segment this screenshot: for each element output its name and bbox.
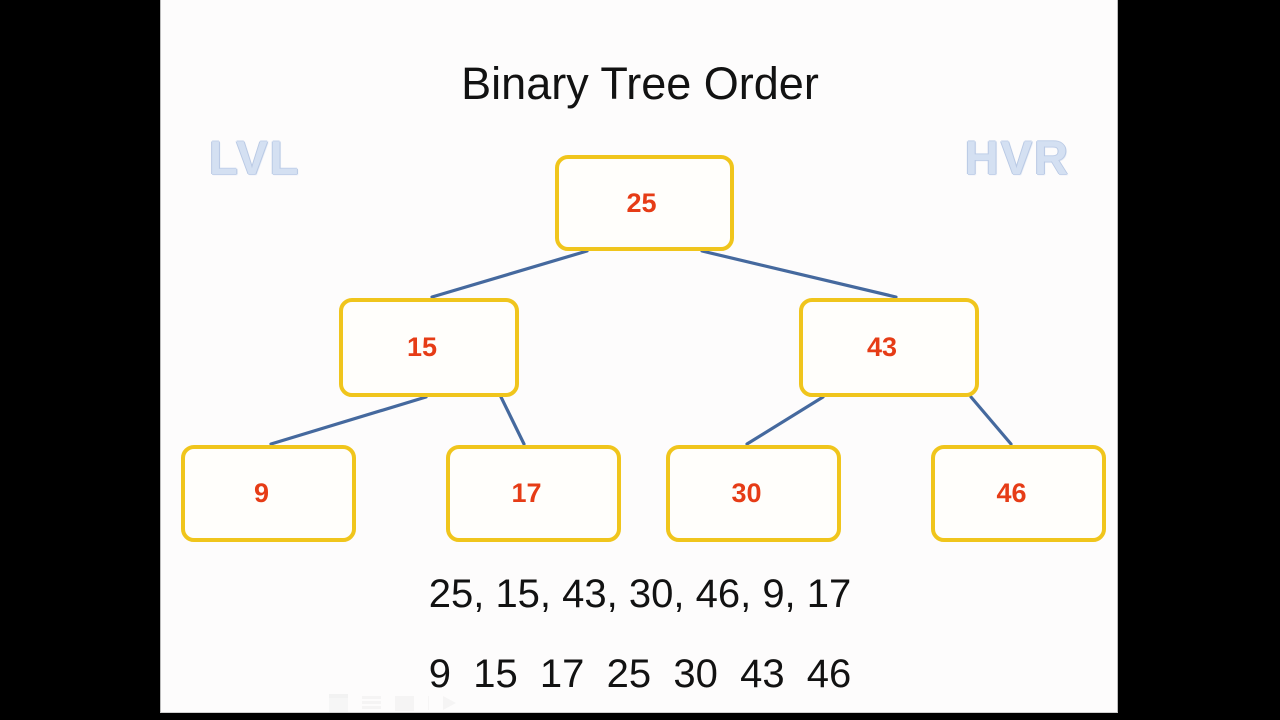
in-order-traversal-text: 9 15 17 25 30 43 46 [428,652,852,696]
edge-43-46 [969,395,1013,446]
tree-node-46[interactable]: 46 [931,445,1106,542]
tree-node-value: 15 [406,332,438,362]
edge-15-17 [499,395,526,446]
tree-node-43[interactable]: 43 [799,298,979,397]
tree-node-value: 25 [626,187,657,218]
label-hvr: HVR [964,131,1070,184]
edge-25-15 [430,249,589,299]
toolbar-divider [428,696,429,710]
tree-node-value: 17 [511,478,542,508]
edge-15-9 [269,395,428,446]
slide-sorter-icon[interactable] [362,695,381,711]
level-order-traversal-text: 25, 15, 43, 30, 46, 9, 17 [428,572,852,616]
tree-node-15[interactable]: 15 [339,298,519,397]
tree-node-value: 9 [253,478,270,508]
view-toolbar [329,692,456,712]
tree-node-25[interactable]: 25 [555,155,734,251]
tree-node-30[interactable]: 30 [666,445,841,542]
tree-node-value: 43 [866,332,898,362]
tree-node-17[interactable]: 17 [446,445,621,542]
slide-canvas: Binary Tree Order LVL HVR 25 15 43 9 17 … [160,0,1118,713]
edge-25-43 [700,249,898,299]
label-lvl: LVL [209,131,301,184]
slideshow-icon[interactable] [443,696,456,710]
edge-43-30 [745,395,825,446]
tree-node-value: 46 [996,478,1027,508]
tree-node-9[interactable]: 9 [181,445,356,542]
reading-view-icon[interactable] [395,695,414,711]
page-title: Binary Tree Order [461,58,819,109]
normal-view-icon[interactable] [329,693,348,712]
tree-node-value: 30 [731,478,762,508]
